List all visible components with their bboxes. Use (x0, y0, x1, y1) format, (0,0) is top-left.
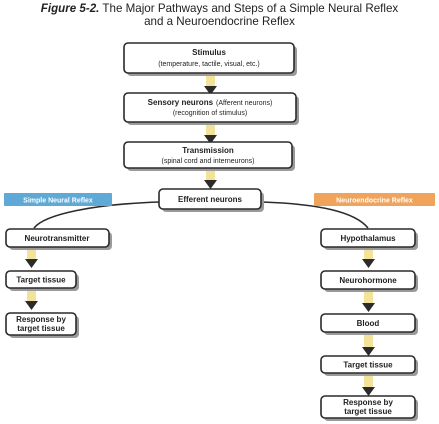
figure-title-line1: The Major Pathways and Steps of a Simple… (102, 2, 399, 15)
figure-title-line2: and a Neuroendocrine Reflex (144, 15, 295, 28)
sensory-title-line: Sensory neurons(Afferent neurons) (148, 98, 273, 107)
efferent-title: Efferent neurons (178, 195, 243, 204)
figure-caption: Figure 5-2. The Major Pathways and Steps… (0, 2, 439, 28)
neurohormone-label: Neurohormone (339, 276, 397, 285)
arrow-stimulus-to-sensory (204, 75, 217, 95)
neurohormone-box: Neurohormone (320, 270, 418, 292)
arrow-right-2 (362, 290, 375, 312)
neuroendocrine-reflex-tag-label: Neuroendocrine Reflex (336, 198, 413, 205)
transmission-title: Transmission (182, 146, 234, 155)
neuroendocrine-reflex-tag: Neuroendocrine Reflex (314, 193, 435, 206)
stimulus-box: Stimulus (temperature, tactile, visual, … (123, 42, 297, 76)
hypothalamus-box: Hypothalamus (320, 228, 418, 250)
simple-response-line1: Response by (16, 315, 66, 324)
efferent-neurons-box: Efferent neurons (158, 188, 264, 212)
neuro-target-tissue-label: Target tissue (343, 361, 393, 370)
transmission-sub: (spinal cord and interneurons) (162, 158, 255, 165)
arrow-left-2 (25, 288, 38, 310)
sensory-neurons-box: Sensory neurons(Afferent neurons) (recog… (123, 92, 299, 125)
neurotransmitter-box: Neurotransmitter (5, 228, 112, 250)
hypothalamus-label: Hypothalamus (340, 234, 396, 243)
neuro-response-line2: target tissue (344, 407, 392, 416)
caption-line-1: Figure 5-2. The Major Pathways and Steps… (0, 2, 439, 15)
neuro-target-tissue-box: Target tissue (320, 355, 418, 376)
transmission-box: Transmission (spinal cord and interneuro… (123, 141, 295, 171)
simple-reflex-tag-label: Simple Neural Reflex (23, 198, 93, 205)
arrow-right-1 (362, 246, 375, 268)
arrow-right-4 (362, 374, 375, 396)
neuro-response-line1: Response by (343, 398, 393, 407)
sensory-title-suffix: (Afferent neurons) (216, 100, 272, 107)
simple-response-line2: target tissue (17, 324, 65, 333)
stimulus-title: Stimulus (192, 48, 226, 57)
arrow-left-1 (25, 246, 38, 268)
branch-to-neuroendocrine-reflex (261, 201, 369, 229)
arrow-right-3 (362, 334, 375, 356)
simple-target-tissue-box: Target tissue (5, 270, 79, 291)
neuro-response-box: Response by target tissue (320, 395, 418, 421)
arrow-sensory-to-transmission (204, 124, 217, 144)
blood-box: Blood (320, 313, 418, 335)
sensory-title: Sensory neurons (148, 98, 214, 107)
arrow-transmission-to-efferent (204, 170, 217, 189)
simple-response-box: Response by target tissue (5, 312, 79, 338)
figure-label: Figure 5-2. (40, 2, 100, 15)
sensory-sub: (recognition of stimulus) (173, 110, 247, 117)
simple-target-tissue-label: Target tissue (16, 276, 66, 285)
branch-to-simple-reflex (33, 201, 161, 229)
blood-label: Blood (357, 319, 380, 328)
stimulus-sub: (temperature, tactile, visual, etc.) (158, 61, 260, 68)
neurotransmitter-label: Neurotransmitter (25, 234, 90, 243)
simple-reflex-tag: Simple Neural Reflex (4, 193, 112, 206)
